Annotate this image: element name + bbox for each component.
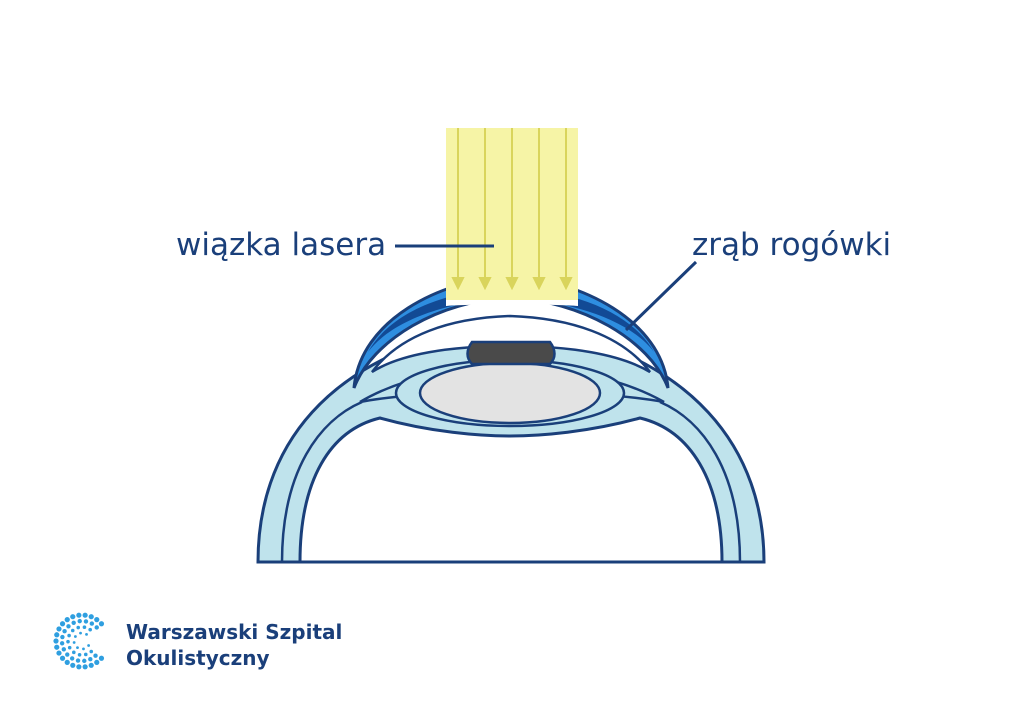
logo-dot bbox=[67, 634, 71, 638]
logo-dot bbox=[78, 653, 82, 657]
logo-dot bbox=[76, 664, 81, 669]
corneal-stroma-label: zrąb rogówki bbox=[692, 230, 891, 261]
logo-dot bbox=[87, 644, 90, 647]
logo-dot bbox=[70, 656, 74, 660]
laser-beam bbox=[446, 128, 578, 300]
logo-dot bbox=[76, 613, 81, 618]
laser-beam-label: wiązka lasera bbox=[176, 230, 386, 261]
logo-dot bbox=[99, 656, 104, 661]
logo-dot bbox=[72, 651, 76, 655]
logo-dot bbox=[95, 625, 99, 629]
logo-dot bbox=[88, 628, 92, 632]
logo-text-line1: Warszawski Szpital bbox=[126, 620, 342, 644]
logo-dot bbox=[54, 645, 59, 650]
logo-dot bbox=[56, 650, 61, 655]
logo-dot bbox=[89, 650, 93, 654]
dotted-circle-logo-icon bbox=[53, 613, 104, 670]
logo-dot bbox=[94, 660, 99, 665]
logo-dot bbox=[79, 632, 82, 635]
stroma-leader-line bbox=[626, 262, 696, 330]
logo-dot bbox=[76, 658, 80, 662]
logo-dot bbox=[66, 640, 70, 644]
logo-dot bbox=[65, 652, 69, 656]
logo-dot bbox=[56, 626, 61, 631]
logo-dot bbox=[88, 657, 92, 661]
logo-dot bbox=[83, 625, 87, 629]
logo-dot bbox=[82, 647, 85, 650]
logo-dot bbox=[71, 621, 75, 625]
logo-text-line2: Okulistyczny bbox=[126, 646, 270, 670]
logo-dot bbox=[82, 659, 86, 663]
logo-dot bbox=[83, 664, 88, 669]
logo-dot bbox=[85, 633, 88, 636]
logo-dot bbox=[84, 653, 88, 657]
lens bbox=[420, 363, 600, 423]
logo-dot bbox=[60, 641, 64, 645]
logo-dot bbox=[54, 632, 59, 637]
logo-dot bbox=[94, 617, 99, 622]
logo-dot bbox=[53, 638, 58, 643]
logo-dot bbox=[83, 613, 88, 618]
logo-dot bbox=[60, 621, 65, 626]
logo-dot bbox=[74, 635, 77, 638]
logo-dot bbox=[89, 663, 94, 668]
logo-dot bbox=[90, 621, 94, 625]
logo-dot bbox=[84, 619, 88, 623]
logo-dot bbox=[62, 629, 66, 633]
logo-dot bbox=[65, 617, 70, 622]
logo-dot bbox=[65, 660, 70, 665]
logo-dot bbox=[73, 641, 76, 644]
logo-dot bbox=[89, 614, 94, 619]
logo-dot bbox=[71, 629, 75, 633]
pupil bbox=[468, 342, 555, 364]
logo-dot bbox=[78, 619, 82, 623]
logo-dot bbox=[76, 626, 80, 630]
logo-dot bbox=[66, 624, 70, 628]
logo-dot bbox=[70, 614, 75, 619]
logo-dot bbox=[93, 654, 97, 658]
logo-dot bbox=[76, 646, 79, 649]
logo-dot bbox=[68, 646, 72, 650]
logo-dot bbox=[99, 621, 104, 626]
logo-dot bbox=[60, 635, 64, 639]
logo-dot bbox=[70, 663, 75, 668]
logo-dot bbox=[60, 656, 65, 661]
vitreous-body bbox=[300, 418, 722, 562]
logo-dot bbox=[62, 647, 66, 651]
